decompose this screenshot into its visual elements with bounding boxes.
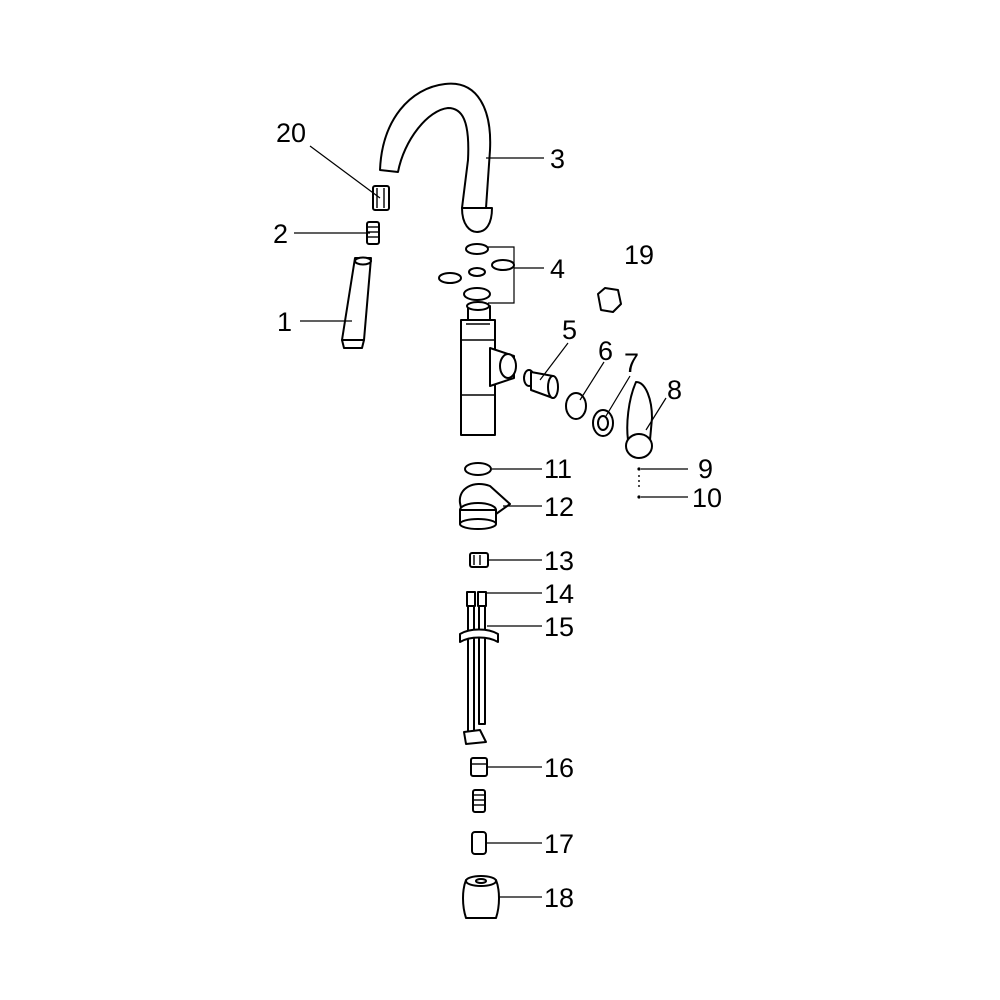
- callout-1: 1: [277, 307, 292, 337]
- callout-10: 10: [692, 483, 722, 513]
- callout-17: 17: [544, 829, 574, 859]
- part-3-spout: [379, 82, 493, 233]
- callout-2: 2: [273, 219, 288, 249]
- callout-19: 19: [624, 240, 654, 270]
- part-11-o-ring: [464, 462, 492, 476]
- part-17-sleeve: [471, 831, 487, 855]
- callout-7: 7: [624, 348, 639, 378]
- part-8-handle: [625, 381, 653, 459]
- callout-18: 18: [544, 883, 574, 913]
- callout-6: 6: [598, 336, 613, 366]
- part-16-nut: [470, 757, 488, 777]
- part-13-clip: [469, 552, 489, 568]
- callout-4: 4: [550, 254, 565, 284]
- callout-16: 16: [544, 753, 574, 783]
- leader-lines: [294, 145, 688, 898]
- callout-12: 12: [544, 492, 574, 522]
- callout-14: 14: [544, 579, 574, 609]
- callout-8: 8: [667, 375, 682, 405]
- part-6-washer: [565, 392, 587, 420]
- part-12-base: [458, 483, 511, 530]
- callout-13: 13: [544, 546, 574, 576]
- part-9-set-screw: [637, 467, 641, 471]
- threaded-rod: [472, 789, 486, 813]
- part-18-weight: [462, 875, 500, 919]
- faucet-body: [460, 301, 517, 436]
- part-5-cartridge: [523, 369, 559, 399]
- part-20-nut: [372, 185, 390, 211]
- part-4-o-rings: [438, 243, 515, 301]
- callouts: 20 2 1 3 4 19 5 6 7 8 9 10 11 12 13 14 1…: [273, 118, 722, 913]
- part-19-cap: [597, 287, 622, 313]
- callout-11: 11: [544, 454, 572, 484]
- part-7-bonnet: [592, 409, 614, 437]
- part-1-spray-head: [341, 256, 372, 349]
- part-14-15-supply-hoses: [459, 591, 499, 745]
- callout-3: 3: [550, 144, 565, 174]
- callout-9: 9: [698, 454, 713, 484]
- callout-5: 5: [562, 315, 577, 345]
- part-10-plug: [637, 495, 641, 499]
- callout-20: 20: [276, 118, 306, 148]
- callout-15: 15: [544, 612, 574, 642]
